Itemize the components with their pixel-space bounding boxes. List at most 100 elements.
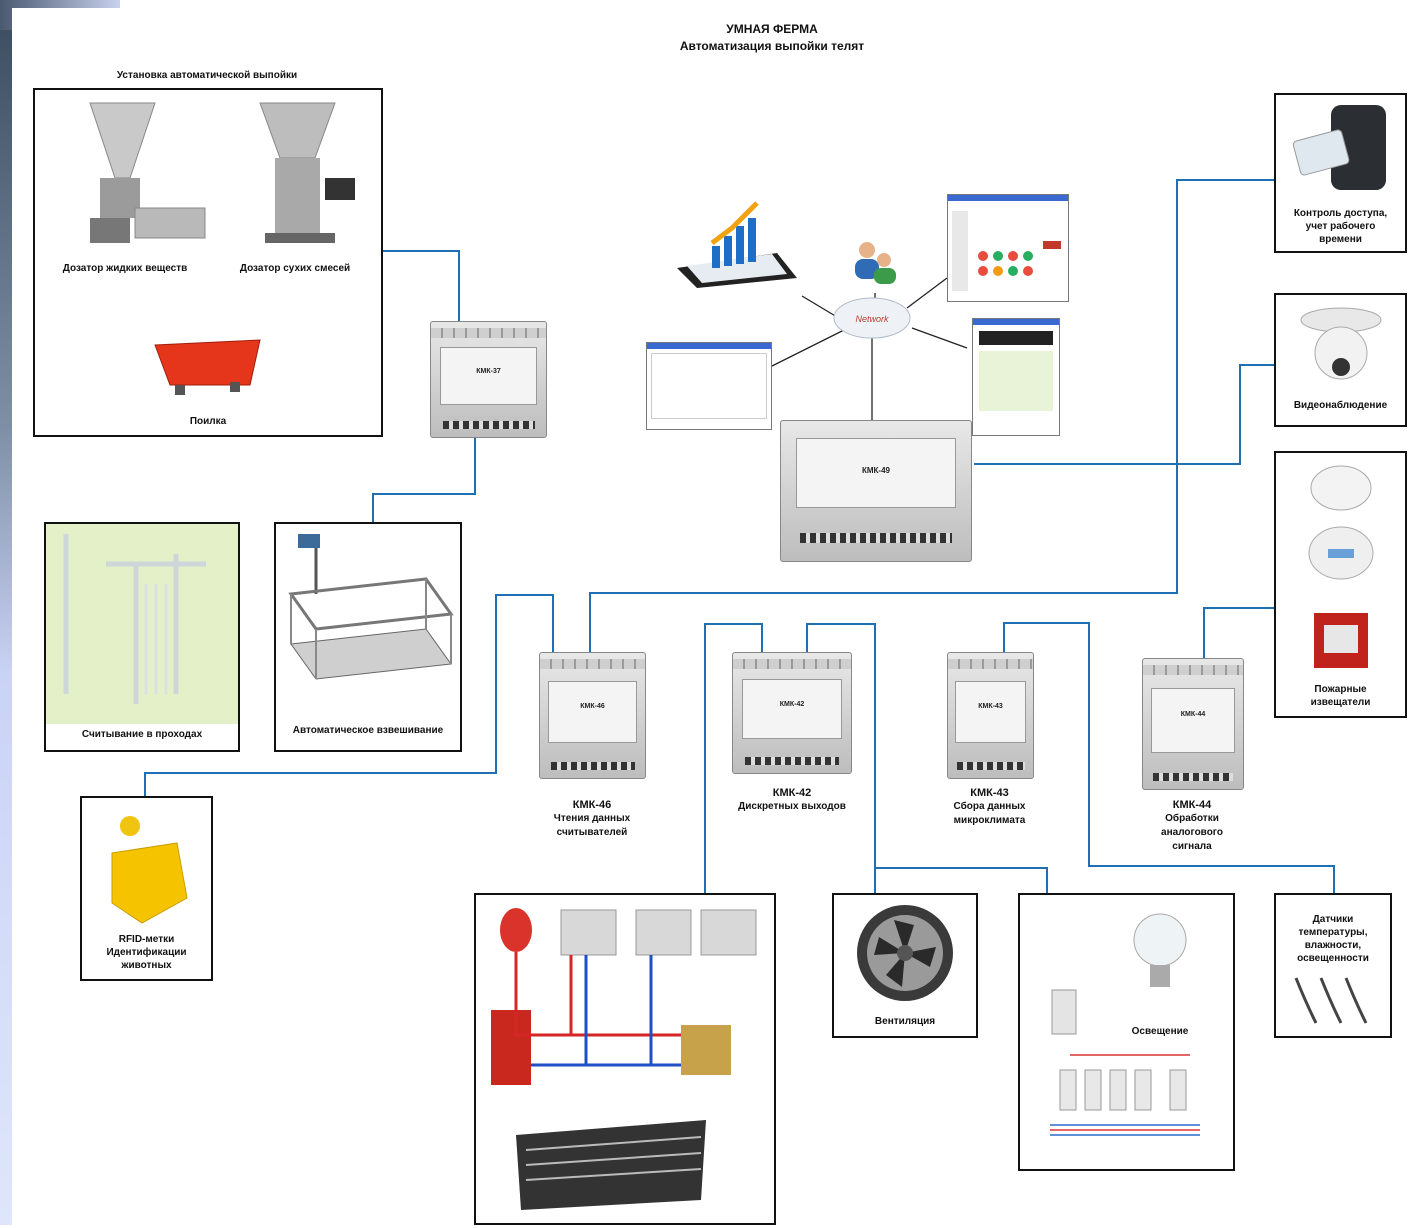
link-kmk37-weigh (372, 438, 476, 522)
install-title: Установка автоматической выпойки (116, 70, 298, 81)
heating-system-image (491, 908, 757, 1210)
sensors-label-1: Датчики (1312, 914, 1354, 925)
chart-tablet-image (677, 201, 797, 288)
kmk46-desc-1: Чтения данных (553, 813, 631, 824)
link-kmk49-video (974, 364, 1277, 465)
kmk44-desc-2: аналогового (1161, 827, 1223, 838)
weighing-label: Автоматическое взвешивание (292, 725, 444, 736)
device-terminals-top (431, 328, 546, 338)
rfid-box: RFID-метки Идентификации животных (80, 796, 213, 981)
sensors-label-2: температуры, (1298, 927, 1368, 938)
device-terminals-top (1143, 665, 1243, 675)
kmk42-title: КМК-42 (772, 787, 812, 799)
device-terminals-top (948, 659, 1033, 669)
page-subtitle: Автоматизация выпойки телят (679, 39, 865, 53)
device-face (954, 680, 1027, 743)
kmk46-text: КМК-46 (580, 703, 605, 710)
device-face (440, 347, 537, 405)
window-titlebar (647, 343, 771, 349)
dashboard-dots (952, 211, 1061, 291)
device-kmk43: КМК-43 (947, 652, 1034, 779)
screenshot-menu (972, 318, 1060, 436)
window-titlebar (948, 195, 1068, 201)
scale-cage-image (288, 534, 454, 680)
access-reader-image (1292, 105, 1386, 190)
device-terminals-bottom (442, 421, 535, 429)
arrow-screen1 (906, 277, 948, 309)
device-terminals-bottom (550, 762, 635, 770)
rfid-label-1: RFID-метки (118, 934, 175, 945)
sensors-label-4: освещенности (1297, 953, 1369, 964)
link-kmk42-vent (806, 623, 876, 893)
fire-label-2: извещатели (1310, 697, 1371, 708)
link-kmk42-heat (704, 623, 763, 893)
feeder-image (154, 339, 261, 395)
camera-image (1300, 307, 1382, 380)
link-kmk46-reading (144, 594, 554, 796)
device-terminals-bottom (800, 533, 952, 543)
device-kmk44: КМК-44 (1142, 658, 1244, 790)
device-kmk42: КМК-42 (732, 652, 852, 774)
access-label-3: времени (1319, 234, 1362, 245)
fire-detectors-box: Пожарные извещатели (1274, 451, 1407, 718)
link-kmk43-sensors (1003, 622, 1335, 893)
kmk42-text: КМК-42 (779, 701, 805, 708)
video-box: Видеонаблюдение (1274, 293, 1407, 427)
link-vent-light (875, 867, 1048, 893)
lighting-panel-image (1050, 913, 1200, 1136)
feeder-label: Поилка (189, 416, 227, 427)
fire-label-1: Пожарные (1314, 684, 1367, 695)
kmk43-title: КМК-43 (970, 787, 1009, 799)
lighting-label: Освещение (1131, 1026, 1189, 1037)
kmk49-text: КМК-49 (862, 465, 890, 475)
window-body (651, 353, 767, 419)
device-terminals-top (540, 659, 645, 669)
reading-label: Считывание в проходах (81, 729, 203, 740)
dry-doser-label: Дозатор сухих смесей (239, 263, 351, 274)
link-kmk44-fire (1203, 607, 1277, 658)
fan-image (857, 905, 953, 1001)
fire-detectors-image (1308, 465, 1374, 668)
kmk46-title: КМК-46 (572, 799, 612, 811)
arrow-screen2 (911, 327, 968, 349)
access-label-2: учет рабочего (1305, 221, 1376, 232)
device-kmk49: КМК-49 (780, 420, 972, 562)
device-kmk46: КМК-46 (539, 652, 646, 779)
liquid-doser-label: Дозатор жидких веществ (62, 263, 188, 274)
video-label: Видеонаблюдение (1293, 400, 1388, 411)
dosers-image (89, 102, 355, 243)
device-face (548, 680, 637, 743)
ventilation-box: Вентиляция (832, 893, 978, 1038)
kmk43-desc-1: Сбора данных (953, 801, 1026, 812)
rfid-label-3: животных (121, 960, 172, 971)
kmk44-desc-1: Обработки (1165, 813, 1219, 824)
device-face (1151, 687, 1235, 753)
device-terminals-top (733, 659, 851, 669)
kmk44-desc-3: сигнала (1172, 841, 1212, 852)
network-cloud: Network (833, 297, 911, 339)
diagram-canvas: УМНАЯ ФЕРМА Автоматизация выпойки телят … (12, 8, 1409, 1225)
device-terminals-bottom (1153, 773, 1233, 781)
device-face (742, 679, 842, 740)
ventilation-label: Вентиляция (874, 1016, 936, 1027)
kmk46-desc-2: считывателей (556, 827, 628, 838)
menu-header (979, 331, 1053, 345)
screenshot-dashboard (947, 194, 1069, 302)
weighing-box: Автоматическое взвешивание (274, 522, 462, 752)
access-label-1: Контроль доступа, (1293, 208, 1388, 219)
installation-box: Дозатор жидких веществ Дозатор сухих сме… (33, 88, 383, 437)
users-icon (855, 242, 896, 284)
access-control-box: Контроль доступа, учет рабочего времени (1274, 93, 1407, 253)
lighting-box: Освещение (1018, 893, 1235, 1171)
device-terminals-bottom (956, 762, 1025, 770)
menu-body (979, 351, 1053, 411)
arrow-window (771, 329, 845, 367)
heating-box (474, 893, 776, 1225)
rfid-tag-image (111, 816, 188, 924)
kmk44-text: КМК-44 (1180, 711, 1206, 718)
kmk42-desc-1: Дискретных выходов (738, 801, 846, 812)
network-label: Network (855, 314, 889, 324)
device-face (796, 437, 956, 508)
passage-gate-image (46, 524, 238, 724)
kmk43-text: КМК-43 (978, 703, 1003, 710)
